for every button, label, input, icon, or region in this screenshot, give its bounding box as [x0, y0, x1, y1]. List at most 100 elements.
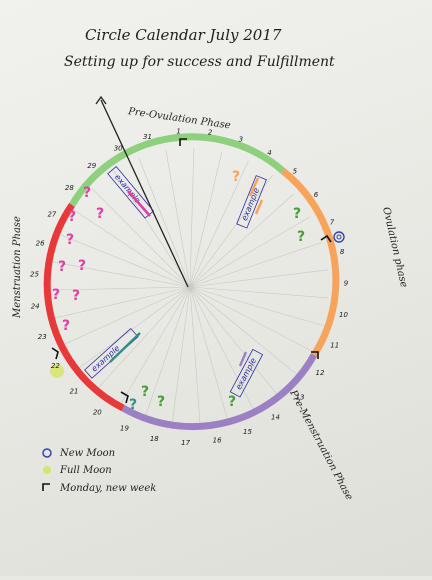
- day-spoke: [189, 160, 249, 288]
- phase-label-pre-menstruation: Pre-Menstruation Phase: [287, 388, 355, 503]
- question-mark: ?: [129, 397, 137, 413]
- pre-ovulation-arc: [68, 133, 286, 207]
- day-spoke: [189, 286, 229, 421]
- example-entry: example: [107, 166, 155, 219]
- menstruation-arc: [43, 203, 125, 412]
- question-mark: ?: [66, 232, 74, 248]
- example-highlight: [254, 199, 264, 215]
- day-number: 3: [239, 136, 243, 144]
- pointer-arrowhead: [95, 95, 107, 105]
- day-number: 4: [267, 149, 271, 157]
- day-number: 30: [114, 145, 123, 153]
- monday-legend-icon: [42, 483, 50, 491]
- day-spoke: [118, 286, 191, 407]
- day-spoke: [91, 188, 191, 288]
- day-number: 24: [31, 302, 40, 310]
- day-number: 28: [65, 184, 74, 192]
- phase-label-ovulation: Ovulation phase: [380, 206, 409, 289]
- day-spoke: [113, 170, 191, 288]
- day-spoke: [189, 286, 255, 411]
- question-mark: ?: [83, 185, 91, 201]
- day-number: 14: [271, 413, 280, 421]
- question-mark: ?: [58, 259, 66, 275]
- question-mark: ?: [157, 394, 165, 410]
- monday-marker: [120, 391, 129, 404]
- day-number: 17: [181, 439, 190, 447]
- day-number: 2: [208, 128, 213, 136]
- day-spoke: [189, 269, 328, 288]
- day-number: 8: [340, 248, 345, 256]
- day-spoke: [189, 216, 311, 288]
- new-moon-marker-inner: [336, 234, 342, 240]
- day-spoke: [189, 286, 278, 396]
- legend-monday: Monday, new week: [59, 483, 156, 494]
- day-number: 27: [47, 210, 56, 218]
- day-spoke: [189, 148, 195, 288]
- example-highlight: [109, 332, 141, 363]
- day-spoke: [54, 286, 191, 319]
- pointer-line: [100, 99, 189, 288]
- day-spoke: [53, 261, 191, 288]
- question-marks: ? ? ? ? ? ? ? ? ? ? ? ? ? ? ? ?: [52, 169, 305, 413]
- day-spoke: [189, 286, 201, 426]
- question-mark: ?: [293, 206, 301, 222]
- question-mark: ?: [232, 169, 240, 185]
- monday-marker: [320, 234, 332, 243]
- day-spoke: [77, 286, 191, 370]
- day-number: 22: [51, 362, 60, 370]
- example-entry: example: [236, 175, 267, 229]
- legend: New Moon Full Moon Monday, new week: [42, 448, 156, 494]
- day-spoke: [189, 242, 322, 288]
- day-number: 5: [293, 168, 298, 176]
- day-number: 31: [143, 133, 152, 141]
- full-moon-legend-icon: [43, 466, 51, 474]
- day-number: 7: [330, 218, 335, 226]
- new-moon-legend-icon: [42, 448, 52, 458]
- monday-marker: [51, 347, 59, 360]
- day-number: 1: [176, 127, 180, 135]
- day-number: 9: [344, 279, 349, 287]
- new-moon-marker: [333, 231, 345, 243]
- day-number: 15: [243, 428, 252, 436]
- day-number: 12: [316, 369, 325, 377]
- day-spoke: [144, 286, 191, 419]
- day-number: 23: [38, 333, 47, 341]
- question-mark: ?: [141, 384, 149, 400]
- question-mark: ?: [68, 209, 76, 225]
- example-highlight: [248, 177, 260, 197]
- day-number: 16: [213, 437, 222, 445]
- day-number: 29: [87, 162, 96, 170]
- day-spoke: [165, 150, 191, 288]
- day-spoke: [189, 175, 273, 288]
- day-spoke: [138, 157, 191, 288]
- day-spoke: [60, 234, 191, 288]
- question-mark: ?: [62, 318, 70, 334]
- day-spoke: [73, 209, 191, 288]
- legend-full-moon: Full Moon: [59, 465, 112, 476]
- pre-menstruation-arc: [121, 353, 318, 431]
- day-number: 11: [330, 341, 339, 349]
- day-number: 21: [69, 387, 78, 395]
- day-number: 25: [30, 271, 39, 279]
- day-number: 26: [36, 240, 45, 248]
- calendar-title: Circle Calendar July 2017: [85, 26, 282, 44]
- day-number: 20: [93, 408, 102, 416]
- day-spoke: [96, 286, 191, 391]
- question-mark: ?: [96, 206, 104, 222]
- day-spokes: [51, 148, 329, 426]
- example-label: example: [113, 173, 142, 205]
- day-number: 19: [120, 425, 129, 433]
- day-spoke: [189, 151, 223, 288]
- question-mark: ?: [72, 288, 80, 304]
- day-spoke: [189, 286, 314, 352]
- phase-label-menstruation: Menstruation Phase: [12, 216, 23, 319]
- monday-marker: [179, 138, 187, 146]
- question-mark: ?: [297, 229, 305, 245]
- calendar-subtitle: Setting up for success and Fulfillment: [64, 54, 335, 70]
- day-spoke: [189, 286, 298, 376]
- monday-marker: [311, 351, 319, 359]
- day-spoke: [189, 286, 324, 326]
